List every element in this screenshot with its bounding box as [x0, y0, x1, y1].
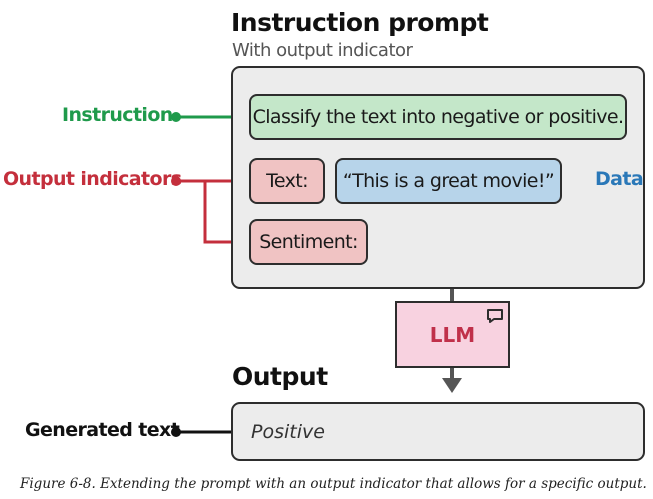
llm-to-output-arrowhead	[442, 378, 462, 393]
llm-label: LLM	[429, 322, 476, 347]
chat-bubble-icon	[487, 309, 503, 323]
figure-caption: Figure 6-8. Extending the prompt with an…	[20, 476, 647, 492]
instruction-label: Instruction	[62, 104, 173, 126]
sentiment-indicator-chip: Sentiment:	[249, 219, 368, 265]
llm-box: LLM	[395, 301, 510, 368]
output-value: Positive	[251, 421, 325, 443]
output-indicators-dot	[171, 176, 181, 186]
instruction-dot	[171, 112, 181, 122]
instruction-chip: Classify the text into negative or posit…	[249, 94, 627, 140]
text-indicator-chip: Text:	[249, 158, 325, 204]
prompt-subtitle: With output indicator	[232, 40, 413, 61]
prompt-title: Instruction prompt	[231, 8, 489, 37]
output-title: Output	[232, 362, 328, 391]
data-label: Data	[595, 168, 644, 190]
output-panel: Positive	[231, 402, 645, 461]
data-chip: “This is a great movie!”	[335, 158, 562, 204]
output-indicators-label: Output indicators	[3, 168, 182, 190]
generated-text-dot	[171, 427, 181, 437]
generated-text-label: Generated text	[25, 419, 180, 441]
